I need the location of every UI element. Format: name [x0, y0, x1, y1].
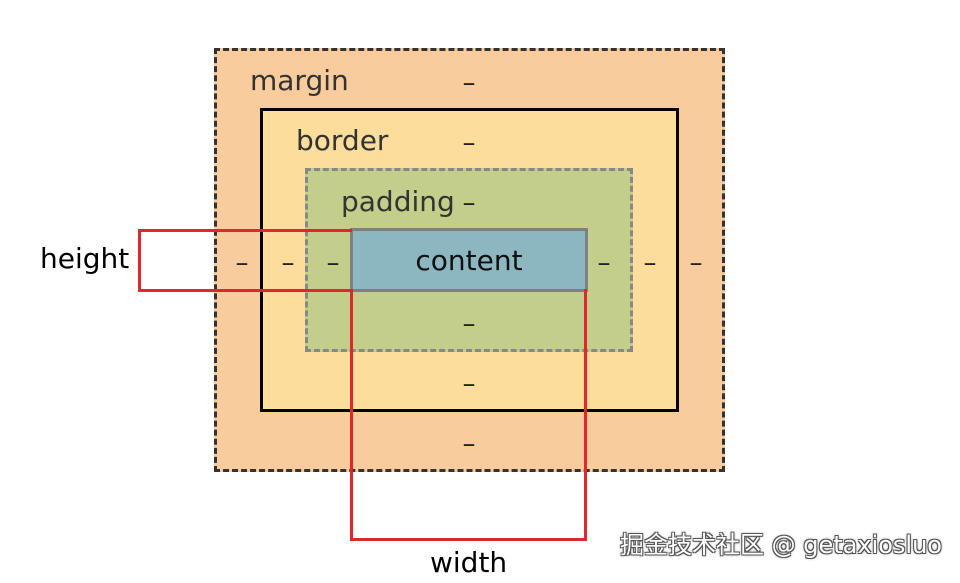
- padding-right-dash: –: [597, 248, 611, 278]
- height-bracket-top: [138, 229, 352, 232]
- padding-bottom-dash: –: [462, 309, 476, 339]
- padding-top-dash: –: [462, 188, 476, 218]
- width-bracket-bottom: [350, 538, 587, 541]
- border-label: border: [296, 124, 389, 157]
- height-bracket-bottom: [138, 289, 352, 292]
- content-label: content: [415, 243, 523, 277]
- height-bracket-left: [138, 229, 141, 292]
- border-bottom-dash: –: [462, 369, 476, 399]
- border-top-dash: –: [462, 128, 476, 158]
- width-label: width: [430, 546, 508, 579]
- margin-top-dash: –: [462, 68, 476, 98]
- padding-label: padding: [341, 185, 455, 218]
- margin-right-dash: –: [689, 248, 703, 278]
- height-label: height: [40, 242, 130, 275]
- width-bracket-right: [584, 289, 587, 541]
- margin-left-dash: –: [235, 248, 249, 278]
- margin-bottom-dash: –: [462, 429, 476, 459]
- content-box: [350, 228, 588, 292]
- watermark: 掘金技术社区 @ getaxiosluo: [620, 531, 942, 559]
- border-left-dash: –: [281, 248, 295, 278]
- border-right-dash: –: [643, 248, 657, 278]
- width-bracket-left: [350, 289, 353, 541]
- margin-label: margin: [250, 64, 349, 97]
- padding-left-dash: –: [326, 248, 340, 278]
